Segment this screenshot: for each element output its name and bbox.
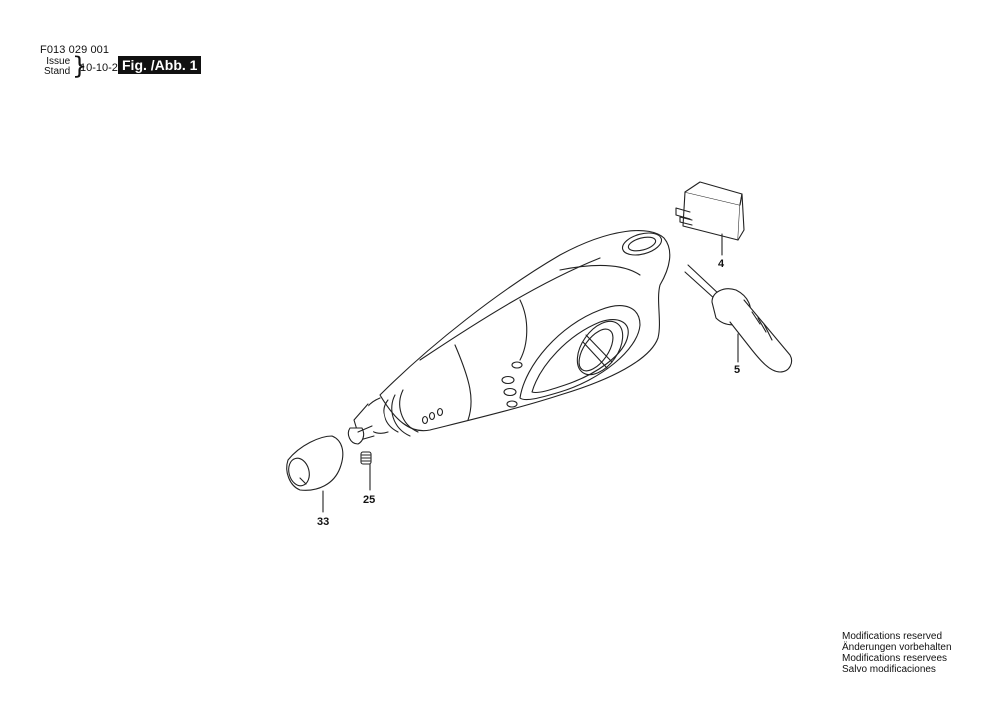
part-4-power-adapter <box>675 181 745 241</box>
engraver-tool-body <box>347 230 671 445</box>
figure-label: Fig. /Abb. 1 <box>118 56 202 74</box>
notice-line-fr: Modifications reservees <box>842 653 948 664</box>
part-33-nose-cap <box>286 435 344 491</box>
issue-date: 10-10-20 <box>80 62 125 74</box>
issue-label: Issue <box>46 56 71 67</box>
notice-line-es: Salvo modificaciones <box>842 664 936 675</box>
callout-25: 25 <box>363 494 376 506</box>
callout-4: 4 <box>718 258 725 270</box>
callout-5: 5 <box>734 364 741 376</box>
notice-line-en: Modifications reserved <box>842 631 943 642</box>
issue-stand-labels: Issue Stand <box>44 57 70 77</box>
stand-label: Stand <box>44 66 71 77</box>
part-5-power-cable <box>684 264 793 373</box>
callout-33: 33 <box>317 516 330 528</box>
part-25-collet <box>360 451 372 465</box>
brace-glyph: } <box>72 52 88 80</box>
modifications-notice: Modifications reserved Änderungen vorbeh… <box>842 631 952 675</box>
notice-line-de: Änderungen vorbehalten <box>842 642 952 653</box>
part-number: F013 029 001 <box>40 44 110 56</box>
